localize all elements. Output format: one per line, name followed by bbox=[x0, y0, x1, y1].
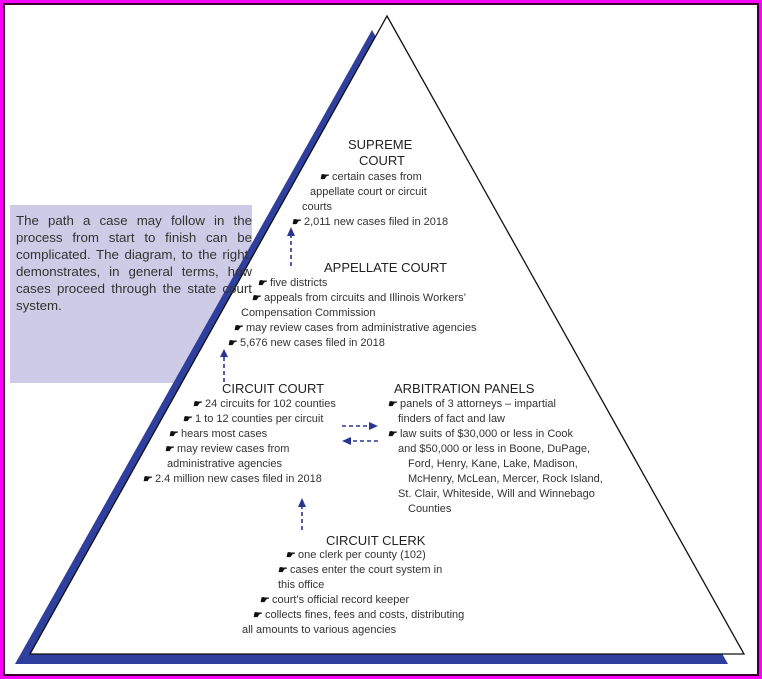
supreme-line: courts bbox=[302, 201, 332, 213]
clerk-line: cases enter the court system in bbox=[289, 564, 443, 576]
appellate-line: Compensation Commission bbox=[241, 307, 376, 319]
arrowhead-up-icon bbox=[287, 227, 295, 236]
arbitration-line: St. Clair, Whiteside, Will and Winnebago bbox=[398, 488, 595, 500]
pointing-hand-icon: ☛ bbox=[251, 610, 264, 621]
pointing-hand-icon: ☛ bbox=[250, 293, 263, 304]
pointing-hand-icon: ☛ bbox=[386, 429, 399, 440]
intro-text: The path a case may follow in the proces… bbox=[16, 213, 252, 313]
arbitration-line: law suits of $30,000 or less in Cook bbox=[399, 428, 574, 440]
supreme-line: certain cases from bbox=[331, 171, 422, 183]
clerk-title: CIRCUIT CLERK bbox=[326, 533, 426, 548]
clerk-item: ☛cases enter the court system in bbox=[276, 563, 443, 578]
supreme-title: SUPREME bbox=[348, 137, 413, 152]
circuit-line: may review cases from bbox=[176, 443, 290, 455]
pointing-hand-icon: ☛ bbox=[256, 278, 269, 289]
clerk-item: ☛one clerk per county (102) bbox=[284, 548, 426, 563]
appellate-line: five districts bbox=[269, 277, 328, 289]
pointing-hand-icon: ☛ bbox=[181, 414, 194, 425]
arbitration-item: ☛panels of 3 attorneys – impartial bbox=[386, 397, 556, 412]
pointing-hand-icon: ☛ bbox=[276, 565, 289, 576]
appellate-item: ☛five districts bbox=[256, 276, 328, 291]
pointing-hand-icon: ☛ bbox=[386, 399, 399, 410]
appellate-line: appeals from circuits and Illinois Worke… bbox=[263, 292, 467, 304]
clerk-line: court’s official record keeper bbox=[271, 594, 410, 606]
pointing-hand-icon: ☛ bbox=[290, 217, 303, 228]
circuit-item: ☛24 circuits for 102 counties bbox=[191, 397, 336, 412]
appellate-line: 5,676 new cases filed in 2018 bbox=[239, 337, 385, 349]
clerk-line: collects fines, fees and costs, distribu… bbox=[264, 609, 465, 621]
arbitration-line: finders of fact and law bbox=[398, 413, 506, 425]
pointing-hand-icon: ☛ bbox=[167, 429, 180, 440]
pointing-hand-icon: ☛ bbox=[318, 172, 331, 183]
arrowhead-up-icon bbox=[220, 349, 228, 357]
arrowhead-left-icon bbox=[342, 437, 351, 445]
supreme-title-2: COURT bbox=[359, 153, 405, 168]
appellate-item: ☛may review cases from administrative ag… bbox=[232, 321, 477, 336]
pointing-hand-icon: ☛ bbox=[232, 323, 245, 334]
arrowhead-up-icon bbox=[298, 498, 306, 507]
pointing-hand-icon: ☛ bbox=[191, 399, 204, 410]
clerk-line: all amounts to various agencies bbox=[242, 624, 397, 636]
circuit-title: CIRCUIT COURT bbox=[222, 381, 325, 396]
circuit-line: 2.4 million new cases filed in 2018 bbox=[154, 473, 322, 485]
pointing-hand-icon: ☛ bbox=[163, 444, 176, 455]
circuit-line: 24 circuits for 102 counties bbox=[204, 398, 336, 410]
circuit-item: ☛1 to 12 counties per circuit bbox=[181, 412, 324, 427]
appellate-item: ☛5,676 new cases filed in 2018 bbox=[226, 336, 385, 351]
appellate-line: may review cases from administrative age… bbox=[245, 322, 477, 334]
circuit-line: hears most cases bbox=[180, 428, 268, 440]
arbitration-line: panels of 3 attorneys – impartial bbox=[399, 398, 556, 410]
pyramid-face bbox=[28, 14, 746, 655]
pointing-hand-icon: ☛ bbox=[141, 474, 154, 485]
clerk-item: ☛collects fines, fees and costs, distrib… bbox=[251, 608, 465, 623]
clerk-line: one clerk per county (102) bbox=[297, 549, 426, 561]
pointing-hand-icon: ☛ bbox=[226, 338, 239, 349]
circuit-item: ☛hears most cases bbox=[167, 427, 268, 442]
supreme-line: 2,011 new cases filed in 2018 bbox=[303, 216, 449, 228]
appellate-item: ☛appeals from circuits and Illinois Work… bbox=[250, 291, 467, 306]
supreme-line: appellate court or circuit bbox=[310, 186, 427, 198]
circuit-item: ☛2.4 million new cases filed in 2018 bbox=[141, 472, 322, 487]
supreme-item: ☛certain cases from bbox=[318, 170, 422, 185]
arbitration-line: Counties bbox=[408, 503, 452, 515]
circuit-item: ☛may review cases from bbox=[163, 442, 290, 457]
supreme-item: ☛2,011 new cases filed in 2018 bbox=[290, 215, 449, 230]
arbitration-line: and $50,000 or less in Boone, DuPage, bbox=[398, 443, 591, 455]
pointing-hand-icon: ☛ bbox=[258, 595, 271, 606]
arbitration-title: ARBITRATION PANELS bbox=[394, 381, 535, 396]
appellate-title: APPELLATE COURT bbox=[324, 260, 448, 275]
arbitration-line: Ford, Henry, Kane, Lake, Madison, bbox=[408, 458, 578, 470]
clerk-item: ☛court’s official record keeper bbox=[258, 593, 410, 608]
circuit-line: administrative agencies bbox=[167, 458, 282, 470]
arrowhead-right-icon bbox=[369, 422, 378, 430]
arbitration-item: ☛law suits of $30,000 or less in Cook bbox=[386, 427, 574, 442]
circuit-line: 1 to 12 counties per circuit bbox=[194, 413, 324, 425]
clerk-line: this office bbox=[278, 579, 325, 591]
arbitration-line: McHenry, McLean, Mercer, Rock Island, bbox=[408, 473, 603, 485]
pointing-hand-icon: ☛ bbox=[284, 550, 297, 561]
